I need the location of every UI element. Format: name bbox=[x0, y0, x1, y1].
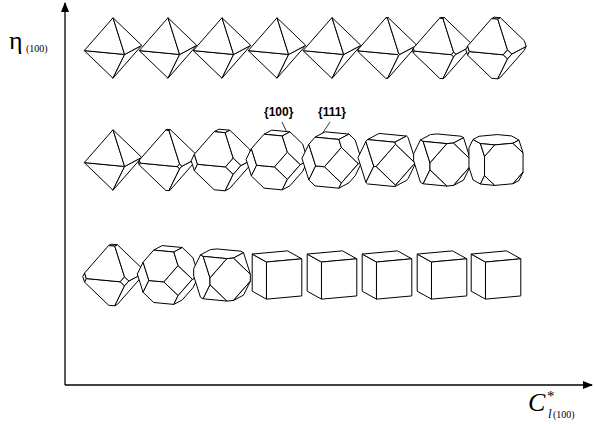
crystal-face bbox=[358, 51, 398, 79]
crystal-polyhedron bbox=[139, 18, 196, 78]
x-axis bbox=[65, 384, 592, 385]
crystal-face bbox=[321, 259, 356, 299]
crystal-polyhedron bbox=[248, 18, 305, 78]
axis-label: C bbox=[528, 390, 545, 416]
crystal-face bbox=[143, 280, 178, 304]
crystal-polyhedron bbox=[307, 251, 357, 299]
crystal-face bbox=[423, 141, 447, 163]
crystal-polyhedron bbox=[252, 251, 302, 299]
crystal-face bbox=[222, 18, 251, 55]
axis-subscript: l bbox=[548, 407, 552, 420]
crystal-polyhedron bbox=[246, 130, 308, 190]
crystal-polyhedron bbox=[194, 249, 251, 301]
crystal-face bbox=[431, 259, 466, 299]
crystal-polyhedron bbox=[137, 246, 198, 305]
crystal-face bbox=[339, 162, 362, 188]
crystal-polyhedron bbox=[414, 134, 471, 186]
crystal-polyhedron bbox=[138, 129, 197, 190]
crystal-face bbox=[513, 172, 523, 184]
crystal-face bbox=[309, 166, 342, 188]
crystal-face bbox=[168, 18, 197, 55]
crystal-polyhedron bbox=[302, 132, 362, 188]
crystal-polyhedron bbox=[412, 17, 471, 78]
crystal-shapes bbox=[83, 17, 526, 306]
crystal-face bbox=[498, 18, 526, 54]
axis-label: η bbox=[9, 28, 23, 54]
crystal-face bbox=[233, 281, 250, 300]
crystal-polyhedron bbox=[191, 129, 253, 191]
face-label: {100} bbox=[264, 106, 293, 118]
crystal-polyhedron bbox=[471, 251, 521, 299]
crystal-polyhedron bbox=[84, 130, 141, 190]
crystal-polyhedron bbox=[358, 133, 416, 186]
crystal-face bbox=[84, 51, 124, 79]
y-axis bbox=[64, 3, 65, 385]
crystal-face bbox=[303, 51, 343, 79]
crystal-face bbox=[388, 18, 417, 55]
crystal-face bbox=[277, 18, 306, 55]
crystal-face bbox=[395, 136, 416, 163]
crystal-face bbox=[395, 162, 416, 186]
crystal-polyhedron bbox=[466, 17, 526, 79]
crystal-polyhedron bbox=[193, 18, 250, 78]
crystal-face bbox=[366, 140, 396, 167]
crystal-face bbox=[309, 137, 342, 167]
crystal-face bbox=[376, 259, 411, 299]
crystal-face bbox=[485, 259, 520, 299]
crystal-face bbox=[366, 166, 396, 186]
crystal-face bbox=[113, 130, 142, 167]
crystal-polyhedron bbox=[358, 18, 416, 79]
axis-subscript: (100) bbox=[26, 44, 48, 54]
crystal-face bbox=[113, 18, 142, 55]
crystal-polyhedron bbox=[362, 251, 412, 299]
crystal-face bbox=[443, 18, 472, 55]
crystal-polyhedron bbox=[417, 251, 467, 299]
crystal-polyhedron bbox=[84, 18, 141, 78]
crystal-face bbox=[480, 176, 494, 186]
crystal-face bbox=[248, 51, 288, 79]
crystal-polyhedron bbox=[469, 135, 523, 186]
face-label: {111} bbox=[318, 106, 346, 118]
crystal-polyhedron bbox=[303, 18, 361, 79]
crystal-face bbox=[139, 51, 179, 79]
crystal-face bbox=[251, 134, 287, 167]
crystal-face bbox=[84, 163, 124, 191]
crystal-face bbox=[332, 18, 361, 55]
crystal-face bbox=[453, 138, 470, 160]
axis-superscript: * bbox=[547, 389, 555, 404]
crystal-face bbox=[193, 51, 233, 79]
crystal-face bbox=[423, 170, 447, 186]
crystal-face bbox=[203, 285, 227, 301]
crystal-polyhedron bbox=[83, 244, 143, 306]
crystal-face bbox=[453, 166, 470, 185]
crystal-face bbox=[266, 259, 301, 299]
crystal-face bbox=[203, 256, 227, 278]
crystal-face bbox=[233, 253, 250, 275]
crystal-face bbox=[251, 165, 287, 190]
crystal-face bbox=[480, 144, 494, 157]
crystal-face bbox=[143, 250, 178, 282]
crystal-face bbox=[513, 140, 523, 153]
axis-subscript: (100) bbox=[553, 410, 575, 420]
